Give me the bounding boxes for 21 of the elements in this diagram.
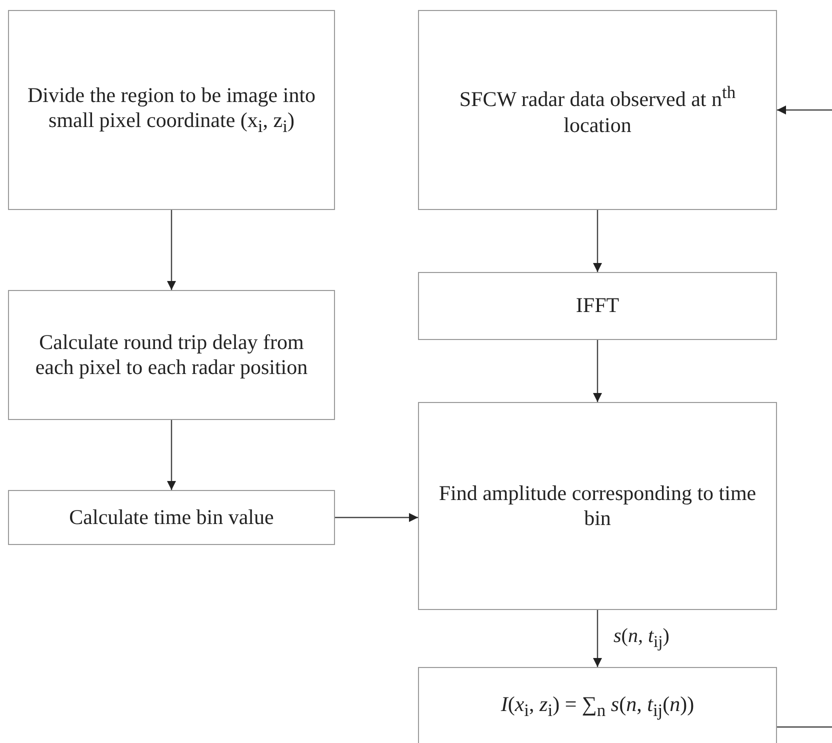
- arrow: [167, 210, 176, 290]
- step-text: Find amplitude corresponding to time bin: [438, 480, 758, 532]
- arrow: [593, 210, 602, 272]
- arrow: [335, 513, 418, 522]
- arrow: [593, 610, 602, 667]
- process-box: [418, 667, 777, 743]
- arrow: [167, 420, 176, 490]
- step-text: SFCW radar data observed at n$^{th}$ location: [458, 82, 737, 138]
- arrow: [593, 340, 602, 402]
- process-box: [418, 272, 777, 340]
- process-box: [8, 290, 335, 420]
- step-text: I(x$_{i}$, z$_{i}$) = ∑$_{n}$ s(n, t$_{ij}$(n)): [500, 692, 694, 722]
- step-text: Calculate time bin value: [69, 504, 274, 530]
- step-text: IFFT: [576, 293, 620, 319]
- process-box: [8, 490, 335, 545]
- step-text: Divide the region to be image into small pixel coordinate (x$_{i}$, z$_{i}$): [26, 82, 317, 138]
- process-box: [8, 10, 335, 210]
- process-box: [418, 402, 777, 610]
- process-box: [418, 10, 777, 210]
- step-text: Calculate round trip delay from each pixel to each radar position: [34, 330, 309, 380]
- arrow: [777, 106, 832, 114]
